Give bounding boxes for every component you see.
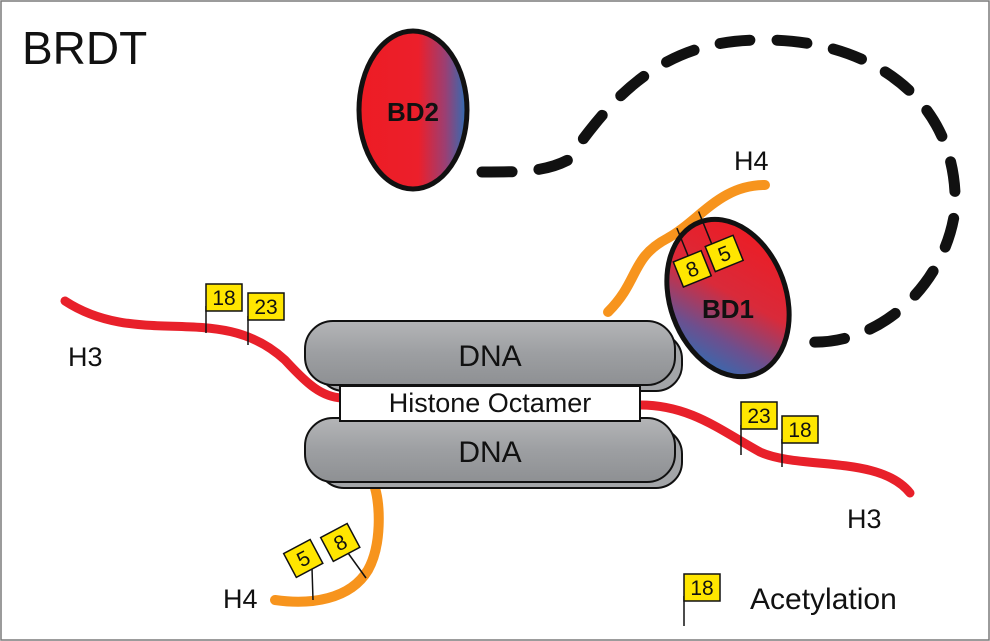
histone-octamer-label: Histone Octamer xyxy=(389,388,592,418)
flag-number: 18 xyxy=(212,287,235,310)
acetyl-flag-h3-left-2: 23 xyxy=(247,292,285,345)
acetyl-flag-h3-right-1: 23 xyxy=(740,401,778,455)
nucleosome: DNA DNA Histone Octamer xyxy=(304,320,683,489)
h3-tail-left xyxy=(60,296,347,403)
bd2-shape xyxy=(356,28,470,192)
bd1-label: BD1 xyxy=(702,294,754,324)
bd2-label: BD2 xyxy=(387,97,439,127)
h3-tail-right xyxy=(635,400,915,498)
linker-dashed xyxy=(476,34,961,348)
dna-label-top: DNA xyxy=(458,340,521,373)
acetyl-flag-h3-left-1: 18 xyxy=(205,283,243,333)
legend-flag xyxy=(683,573,721,602)
legend-flag-number: 18 xyxy=(690,577,713,600)
flag-number: 18 xyxy=(788,419,811,442)
h4-label-bottom: H4 xyxy=(223,584,258,614)
flag-number: 23 xyxy=(747,405,770,428)
dna-label-bottom: DNA xyxy=(458,436,521,469)
acetyl-flag-h4-top-1: 8 xyxy=(672,227,713,288)
h4-tail-top xyxy=(603,180,770,317)
flag-number: 23 xyxy=(254,296,277,319)
acetyl-flag-h4-top-2: 5 xyxy=(697,211,745,273)
legend-label: Acetylation xyxy=(750,583,897,616)
h4-tail-bottom xyxy=(270,483,384,607)
bromodomain-bd2: BD2 xyxy=(356,28,470,192)
legend: 18 Acetylation xyxy=(683,573,897,626)
h4-label-top: H4 xyxy=(734,146,769,176)
h3-label-right: H3 xyxy=(847,504,882,534)
acetyl-flag-h3-right-2: 18 xyxy=(781,415,819,467)
acetyl-flag-h4-bottom-1: 5 xyxy=(282,538,324,601)
h3-label-left: H3 xyxy=(68,342,103,372)
figure-title: BRDT xyxy=(22,22,147,74)
histone-octamer xyxy=(339,385,641,422)
acetyl-flag-h4-bottom-2: 8 xyxy=(319,522,367,579)
